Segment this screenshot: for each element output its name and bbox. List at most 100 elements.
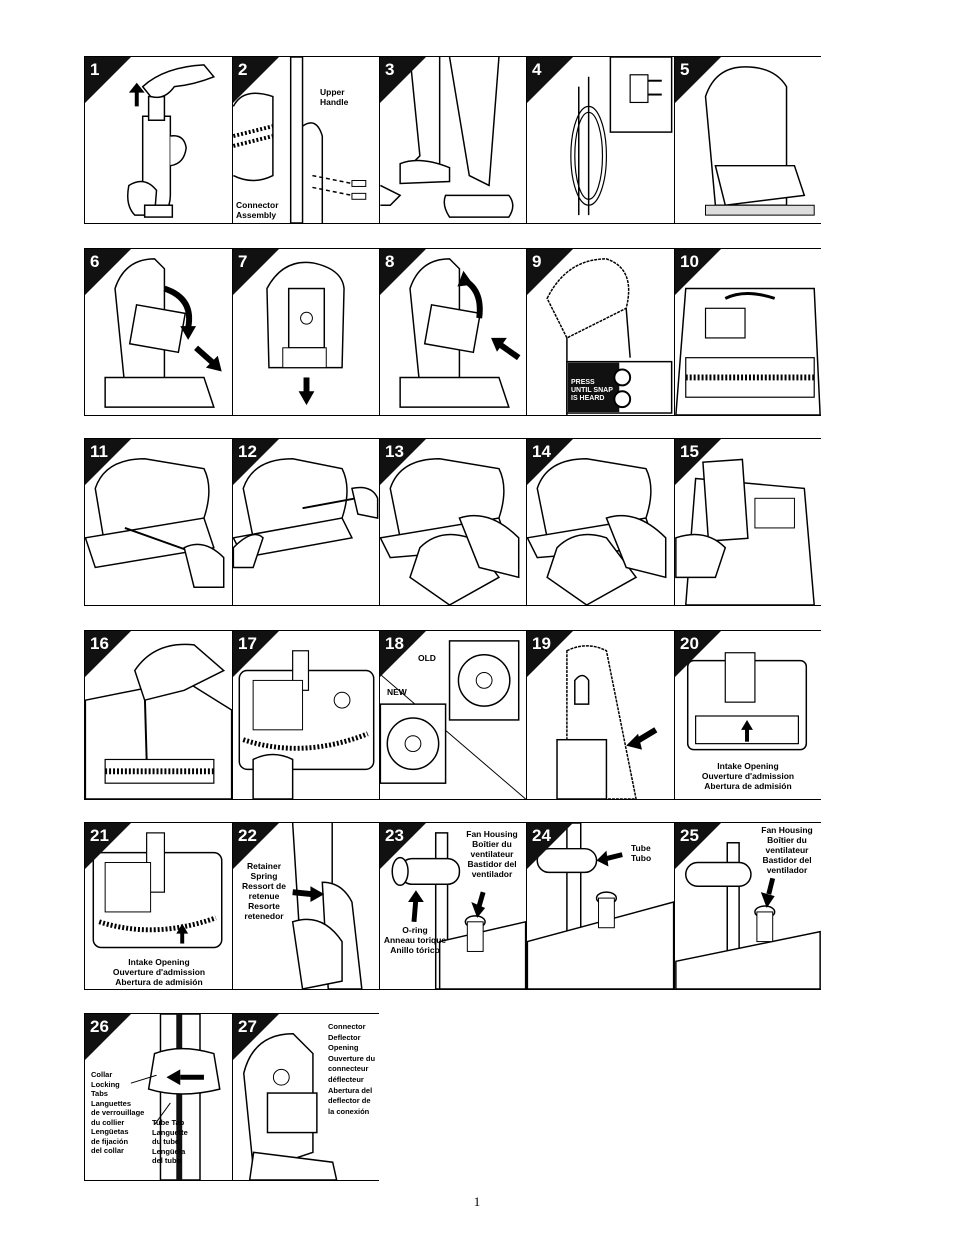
connector-assembly-label: Connector Assembly bbox=[236, 200, 279, 220]
step-23-panel: Fan Housing Boîtier du ventilateur Basti… bbox=[380, 823, 527, 989]
step-20-illustration bbox=[686, 652, 808, 751]
step-badge: 1 bbox=[85, 57, 131, 103]
collar-locking-tabs-label: Collar Locking Tabs Languettes de verrou… bbox=[91, 1070, 145, 1155]
step-13-illustration bbox=[380, 458, 520, 605]
step-11-illustration bbox=[85, 458, 225, 588]
step-badge: 3 bbox=[380, 57, 426, 103]
step-badge: 19 bbox=[527, 631, 573, 677]
step-26-illustration bbox=[130, 1014, 221, 1180]
step-24-panel: Tube Tubo 24 bbox=[527, 823, 675, 989]
step-badge: 13 bbox=[380, 439, 426, 485]
step-2-illustration bbox=[233, 57, 367, 223]
step-16-panel: 16 bbox=[85, 631, 233, 799]
step-2-panel: Upper Handle Connector Assembly 2 bbox=[233, 57, 380, 223]
step-badge: 2 bbox=[233, 57, 279, 103]
step-25-illustration bbox=[675, 842, 821, 989]
step-badge: 4 bbox=[527, 57, 573, 103]
step-7-illustration bbox=[266, 261, 345, 406]
step-26-panel: Collar Locking Tabs Languettes de verrou… bbox=[85, 1014, 233, 1180]
step-badge: 7 bbox=[233, 249, 279, 295]
step-badge: 12 bbox=[233, 439, 279, 485]
intake-opening-label: Intake Opening Ouverture d'admission Abe… bbox=[701, 761, 795, 791]
tube-tab-label: Tube Tab Languette du tube Lengüeta del … bbox=[152, 1118, 188, 1165]
step-8-illustration bbox=[399, 258, 521, 408]
step-9-panel: PRESS UNTIL SNAP IS HEARD 9 bbox=[527, 249, 675, 415]
step-16-illustration bbox=[85, 643, 232, 799]
step-18-panel: OLD NEW 18 bbox=[380, 631, 527, 799]
step-badge: 5 bbox=[675, 57, 721, 103]
step-badge: 18 bbox=[380, 631, 426, 677]
step-19-illustration bbox=[556, 645, 658, 799]
new-label: NEW bbox=[387, 687, 407, 697]
step-badge: 6 bbox=[85, 249, 131, 295]
step-8-panel: 8 bbox=[380, 249, 527, 415]
upper-handle-label: Upper Handle bbox=[320, 87, 349, 107]
step-badge: 20 bbox=[675, 631, 721, 677]
step-10-panel: 10 bbox=[675, 249, 821, 415]
step-17-illustration bbox=[238, 650, 375, 799]
step-25-panel: Fan Housing Boîtier du ventilateur Basti… bbox=[675, 823, 821, 989]
step-3-panel: 3 bbox=[380, 57, 527, 223]
retainer-spring-label: Retainer Spring Ressort de retenue Resor… bbox=[242, 861, 286, 921]
step-15-illustration bbox=[675, 458, 815, 605]
row-4: 16 17 OLD NEW 18 bbox=[84, 630, 821, 800]
tube-label: Tube Tubo bbox=[631, 843, 652, 863]
up-arrow-icon bbox=[128, 82, 145, 107]
step-1-illustration bbox=[127, 64, 216, 218]
step-4-panel: 4 bbox=[527, 57, 675, 223]
step-badge: 24 bbox=[527, 823, 573, 869]
step-22-illustration bbox=[291, 823, 363, 989]
step-1-panel: 1 bbox=[85, 57, 233, 223]
step-5-illustration bbox=[704, 66, 815, 216]
step-7-panel: 7 bbox=[233, 249, 380, 415]
step-3-illustration bbox=[380, 57, 514, 218]
fan-housing-label: Fan Housing Boîtier du ventilateur Basti… bbox=[761, 825, 813, 875]
step-9-illustration bbox=[546, 258, 673, 415]
step-14-illustration bbox=[527, 458, 667, 605]
step-14-panel: 14 bbox=[527, 439, 675, 605]
page-number: 1 bbox=[473, 1194, 481, 1209]
step-17-panel: 17 bbox=[233, 631, 380, 799]
step-12-illustration bbox=[233, 458, 379, 569]
row-1: 1 Upper Handle Connector Assembly 2 3 bbox=[84, 56, 821, 224]
step-10-illustration bbox=[675, 287, 821, 415]
step-badge: 22 bbox=[233, 823, 279, 869]
step-badge: 17 bbox=[233, 631, 279, 677]
row-2: 6 7 8 P bbox=[84, 248, 821, 416]
step-15-panel: 15 bbox=[675, 439, 821, 605]
step-20-panel: Intake Opening Ouverture d'admission Abe… bbox=[675, 631, 821, 799]
connector-deflector-label: Connector Deflector Opening Ouverture du… bbox=[328, 1022, 376, 1116]
step-23-illustration bbox=[391, 832, 526, 989]
step-13-panel: 13 bbox=[380, 439, 527, 605]
step-badge: 25 bbox=[675, 823, 721, 869]
step-badge: 8 bbox=[380, 249, 426, 295]
step-5-panel: 5 bbox=[675, 57, 821, 223]
o-ring-label: O-ring Anneau torique Anillo tórico bbox=[383, 925, 447, 955]
step-21-panel: Intake Opening Ouverture d'admission Abe… bbox=[85, 823, 233, 989]
step-11-panel: 11 bbox=[85, 439, 233, 605]
fan-housing-label: Fan Housing Boîtier du ventilateur Basti… bbox=[466, 829, 518, 879]
step-badge: 14 bbox=[527, 439, 573, 485]
step-12-panel: 12 bbox=[233, 439, 380, 605]
step-badge: 11 bbox=[85, 439, 131, 485]
old-label: OLD bbox=[418, 653, 436, 663]
step-badge: 27 bbox=[233, 1014, 279, 1060]
step-6-illustration bbox=[104, 258, 222, 408]
row-5: Intake Opening Ouverture d'admission Abe… bbox=[84, 822, 821, 990]
step-badge: 26 bbox=[85, 1014, 131, 1060]
step-badge: 9 bbox=[527, 249, 573, 295]
step-24-illustration bbox=[527, 823, 674, 989]
row-3: 11 12 13 14 bbox=[84, 438, 821, 606]
press-until-snap-label: PRESS UNTIL SNAP IS HEARD bbox=[571, 379, 613, 402]
step-badge: 21 bbox=[85, 823, 131, 869]
step-27-illustration bbox=[243, 1033, 338, 1180]
step-6-panel: 6 bbox=[85, 249, 233, 415]
step-badge: 23 bbox=[380, 823, 426, 869]
intake-opening-label: Intake Opening Ouverture d'admission Abe… bbox=[112, 957, 206, 987]
row-6: Collar Locking Tabs Languettes de verrou… bbox=[84, 1013, 380, 1181]
step-19-panel: 19 bbox=[527, 631, 675, 799]
step-27-panel: Connector Deflector Opening Ouverture du… bbox=[233, 1014, 380, 1180]
step-21-illustration bbox=[92, 832, 223, 949]
step-badge: 15 bbox=[675, 439, 721, 485]
step-4-illustration bbox=[570, 57, 673, 216]
